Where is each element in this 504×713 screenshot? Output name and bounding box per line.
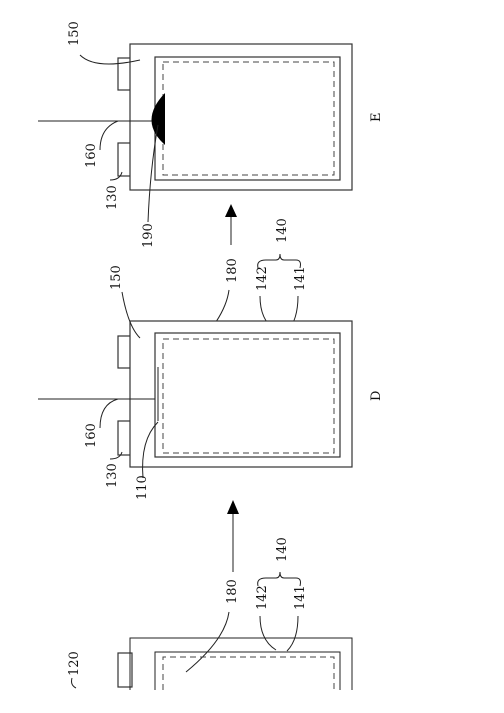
label-130-e: 130: [105, 185, 120, 210]
leader-120: [71, 677, 77, 689]
leader-142-c: [259, 615, 277, 651]
leader-190: [147, 124, 159, 223]
label-140-c: 140: [275, 537, 290, 562]
stage-d-dashed-region: [162, 338, 335, 454]
stage-c-inner-frame: [154, 651, 341, 690]
brace-140-e: [257, 253, 301, 269]
stage-d-inner-frame: [154, 332, 341, 458]
label-160-d: 160: [84, 423, 99, 448]
arrow-d-to-e: [225, 204, 237, 245]
brace-group-d: 140 180 142 141: [185, 218, 308, 357]
brace-group-c: 140 180 142 141: [185, 537, 308, 673]
label-180-e: 180: [225, 258, 240, 283]
label-150-d: 150: [109, 265, 124, 290]
stage-c-tab-top: [117, 652, 133, 688]
label-140-e: 140: [275, 218, 290, 243]
label-110: 110: [135, 475, 150, 500]
label-120: 120: [67, 651, 82, 676]
label-142-e: 142: [255, 266, 270, 291]
label-150-e: 150: [67, 21, 82, 46]
leader-130-e: [109, 171, 123, 181]
label-d: D: [369, 391, 384, 401]
stage-c-outer-frame: [129, 637, 353, 690]
leader-130-d: [109, 451, 123, 460]
stage-e: 150 160 130 190 E: [38, 21, 384, 248]
leader-141-c: [286, 615, 299, 652]
stage-e-inner-frame: [154, 56, 341, 181]
label-e: E: [369, 113, 384, 123]
leader-160-d: [99, 398, 119, 429]
arrow-c-to-d: [227, 500, 239, 572]
stage-e-bump-190: [151, 93, 165, 145]
leader-160-e: [99, 120, 119, 151]
label-141-c: 141: [293, 585, 308, 610]
leader-180-c: [185, 611, 230, 673]
stage-c: 120: [67, 637, 353, 690]
label-142-c: 142: [255, 585, 270, 610]
leader-150-d: [121, 291, 141, 339]
label-160-e: 160: [84, 143, 99, 168]
label-190: 190: [141, 223, 156, 248]
stage-c-dashed-region: [162, 656, 335, 690]
brace-140-c: [257, 571, 301, 587]
label-180-c: 180: [225, 579, 240, 604]
label-141-e: 141: [293, 266, 308, 291]
stage-d: 150 160 130 110 D: [38, 265, 384, 500]
leader-150-e: [79, 54, 141, 65]
leader-110: [142, 421, 159, 479]
label-130-d: 130: [105, 463, 120, 488]
